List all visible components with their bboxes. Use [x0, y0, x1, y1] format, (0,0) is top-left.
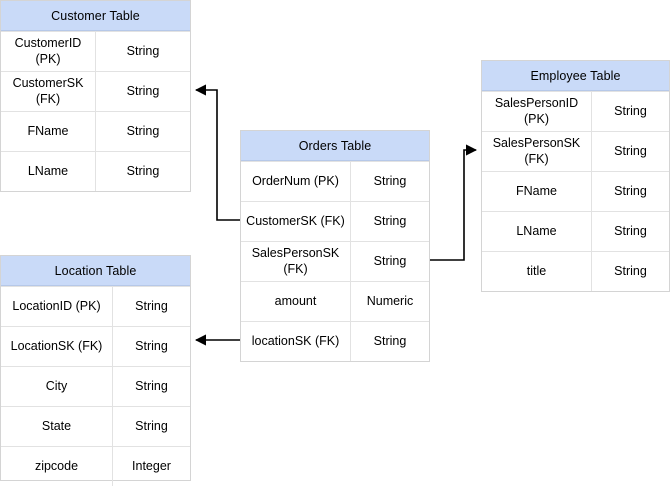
field-type: String	[135, 418, 168, 433]
table-row[interactable]: FName String	[1, 111, 190, 151]
field-name: FName	[1, 112, 96, 151]
field-name: CustomerSK (FK)	[241, 202, 351, 241]
field-name: SalesPersonSK (FK)	[241, 242, 351, 281]
table-row[interactable]: State String	[1, 406, 190, 446]
field-name: amount	[241, 282, 351, 321]
field-type: String	[126, 43, 160, 58]
field-type: String	[373, 213, 407, 228]
table-row[interactable]: locationSK (FK) String	[241, 321, 429, 361]
field-type: String	[614, 103, 647, 118]
field-type: String	[373, 333, 407, 348]
field-type: String	[126, 163, 160, 178]
table-title-customer: Customer Table	[1, 1, 190, 31]
entity-table-customer[interactable]: Customer Table CustomerID (PK) String Cu…	[0, 0, 191, 192]
field-name: LName	[1, 152, 96, 191]
table-row[interactable]: FName String	[482, 171, 669, 211]
table-row[interactable]: zipcode Integer	[1, 446, 190, 486]
table-row[interactable]: LName String	[482, 211, 669, 251]
field-name: OrderNum (PK)	[241, 162, 351, 201]
table-row[interactable]: LocationID (PK) String	[1, 286, 190, 326]
table-title-employee: Employee Table	[482, 61, 669, 91]
field-name: LName	[482, 212, 592, 251]
field-type: String	[126, 123, 160, 138]
table-row[interactable]: CustomerSK (FK) String	[241, 201, 429, 241]
field-type: Numeric	[366, 293, 414, 308]
field-name: locationSK (FK)	[241, 322, 351, 361]
field-name: LocationSK (FK)	[1, 327, 113, 366]
field-type: String	[135, 298, 168, 313]
field-name: SalesPersonID (PK)	[482, 92, 592, 131]
table-row[interactable]: SalesPersonSK (FK) String	[482, 131, 669, 171]
field-type: String	[373, 173, 407, 188]
table-row[interactable]: OrderNum (PK) String	[241, 161, 429, 201]
table-title-location: Location Table	[1, 256, 190, 286]
table-row[interactable]: SalesPersonSK (FK) String	[241, 241, 429, 281]
field-type: Integer	[132, 458, 171, 473]
field-name: CustomerID (PK)	[1, 32, 96, 71]
field-type: String	[135, 338, 168, 353]
table-row[interactable]: amount Numeric	[241, 281, 429, 321]
field-name: zipcode	[1, 447, 113, 486]
table-title-orders: Orders Table	[241, 131, 429, 161]
relationship-orders-employee	[430, 144, 478, 261]
field-type: String	[614, 263, 647, 278]
field-name: CustomerSK (FK)	[1, 72, 96, 111]
table-row[interactable]: LName String	[1, 151, 190, 191]
table-row[interactable]: CustomerSK (FK) String	[1, 71, 190, 111]
entity-table-location[interactable]: Location Table LocationID (PK) String Lo…	[0, 255, 191, 486]
field-type: String	[614, 183, 647, 198]
field-name: SalesPersonSK (FK)	[482, 132, 592, 171]
entity-table-employee[interactable]: Employee Table SalesPersonID (PK) String…	[481, 60, 670, 292]
field-type: String	[135, 378, 168, 393]
entity-table-orders[interactable]: Orders Table OrderNum (PK) String Custom…	[240, 130, 430, 362]
field-name: title	[482, 252, 592, 291]
relationship-orders-customer	[194, 84, 240, 221]
field-type: String	[126, 83, 160, 98]
field-name: City	[1, 367, 113, 406]
table-row[interactable]: title String	[482, 251, 669, 291]
table-row[interactable]: SalesPersonID (PK) String	[482, 91, 669, 131]
field-type: String	[373, 253, 407, 268]
table-row[interactable]: City String	[1, 366, 190, 406]
field-type: String	[614, 223, 647, 238]
field-name: LocationID (PK)	[1, 287, 113, 326]
table-row[interactable]: CustomerID (PK) String	[1, 31, 190, 71]
field-type: String	[614, 143, 647, 158]
table-row[interactable]: LocationSK (FK) String	[1, 326, 190, 366]
field-name: State	[1, 407, 113, 446]
field-name: FName	[482, 172, 592, 211]
